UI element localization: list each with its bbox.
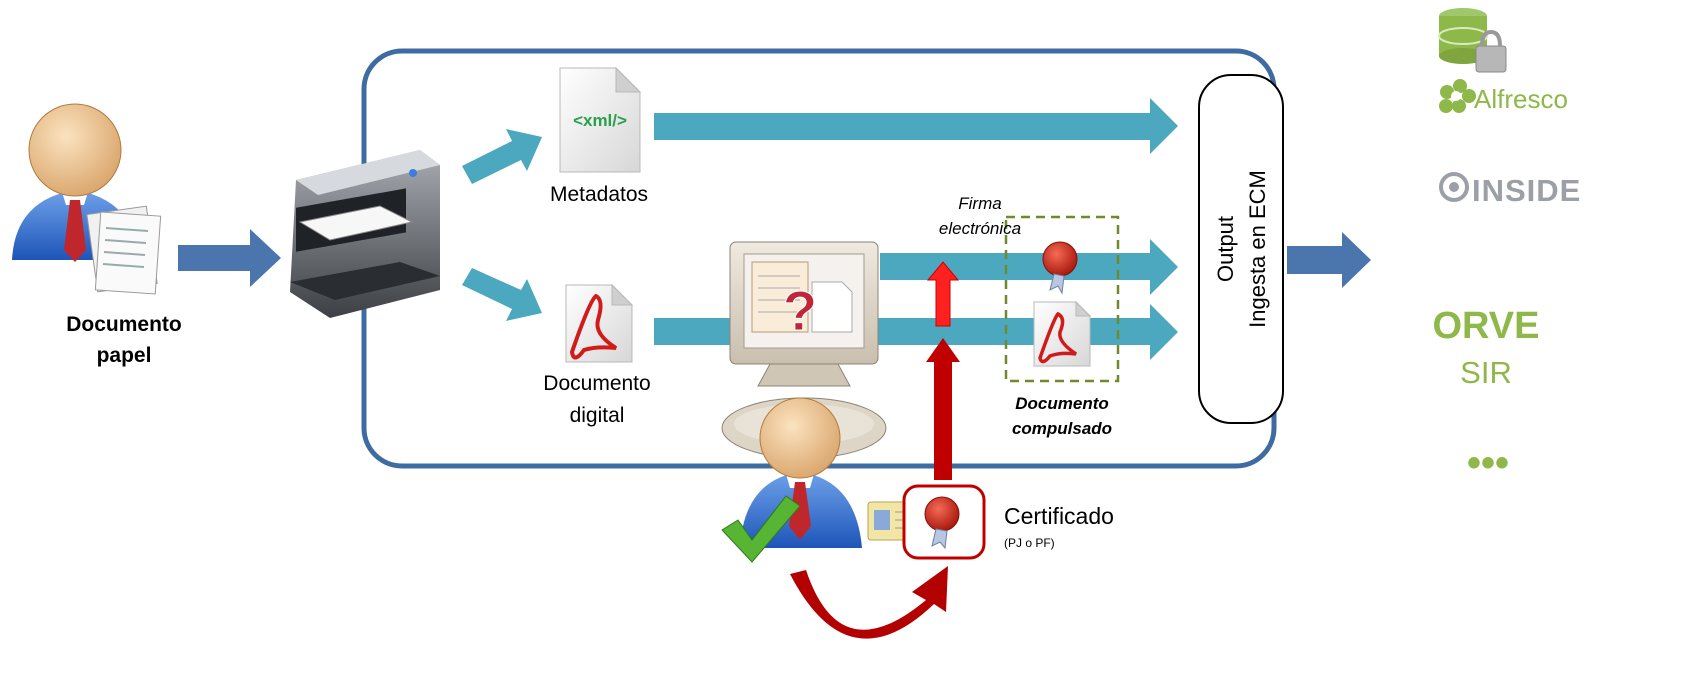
certificate-label: Certificado <box>1004 503 1114 529</box>
arrow-metadata-to-ecm <box>654 98 1178 154</box>
check-icon <box>721 495 801 563</box>
ecm-label-line2: Ingesta en ECM <box>1245 170 1270 328</box>
arrow-ecm-to-repositories <box>1287 232 1371 288</box>
certificate-to-signature-arrow <box>926 338 960 480</box>
certificate-sublabel: (PJ o PF) <box>1004 536 1055 550</box>
database-lock-icon <box>1438 8 1507 73</box>
scanner-icon <box>290 150 440 318</box>
computer-icon: ? <box>721 241 887 459</box>
signed-doc-label-line2: compulsado <box>1012 419 1112 438</box>
digital-label-line2: digital <box>570 404 625 427</box>
signature-box <box>1004 215 1120 383</box>
arrow-paper-to-scanner <box>178 229 281 287</box>
arrow-scanner-to-digital <box>462 268 542 321</box>
digital-label-line1: Documento <box>543 372 650 395</box>
input-label-line2: papel <box>97 344 152 367</box>
seal-icon <box>1042 241 1078 295</box>
signature-label-line2: electrónica <box>939 219 1021 238</box>
pdf-file-icon <box>565 283 634 363</box>
signature-label-line1: Firma <box>958 194 1001 213</box>
signing-arrow <box>926 261 960 327</box>
metadata-label: Metadatos <box>550 183 648 206</box>
arrow-verified-to-ecm-upper <box>880 239 1178 295</box>
person-with-paper-icon <box>12 103 162 295</box>
operator-to-certificate-arrow <box>790 566 948 639</box>
alfresco-logo <box>1439 79 1476 113</box>
more-logos-ellipsis: ••• <box>1467 441 1509 485</box>
certificate-seal-icon <box>924 496 960 550</box>
arrow-scanner-to-metadata <box>462 129 542 184</box>
inside-logo: INSIDE <box>1472 173 1581 208</box>
orve-logo: ORVE <box>1432 305 1539 347</box>
input-label-line1: Documento <box>66 313 182 336</box>
ecm-label-line1: Output <box>1213 216 1238 282</box>
signed-pdf-icon <box>1033 300 1092 367</box>
paper-stack-icon <box>86 205 162 295</box>
ecm-box <box>1198 74 1284 424</box>
svg-text:?: ? <box>783 279 817 342</box>
xml-file-tag: <xml/> <box>573 111 627 130</box>
signed-doc-label-line1: Documento <box>1015 394 1109 413</box>
inside-icon <box>1439 172 1469 202</box>
alfresco-text: Alfresco <box>1474 84 1568 114</box>
xml-file-icon <box>559 66 642 173</box>
sir-logo: SIR <box>1460 355 1512 390</box>
